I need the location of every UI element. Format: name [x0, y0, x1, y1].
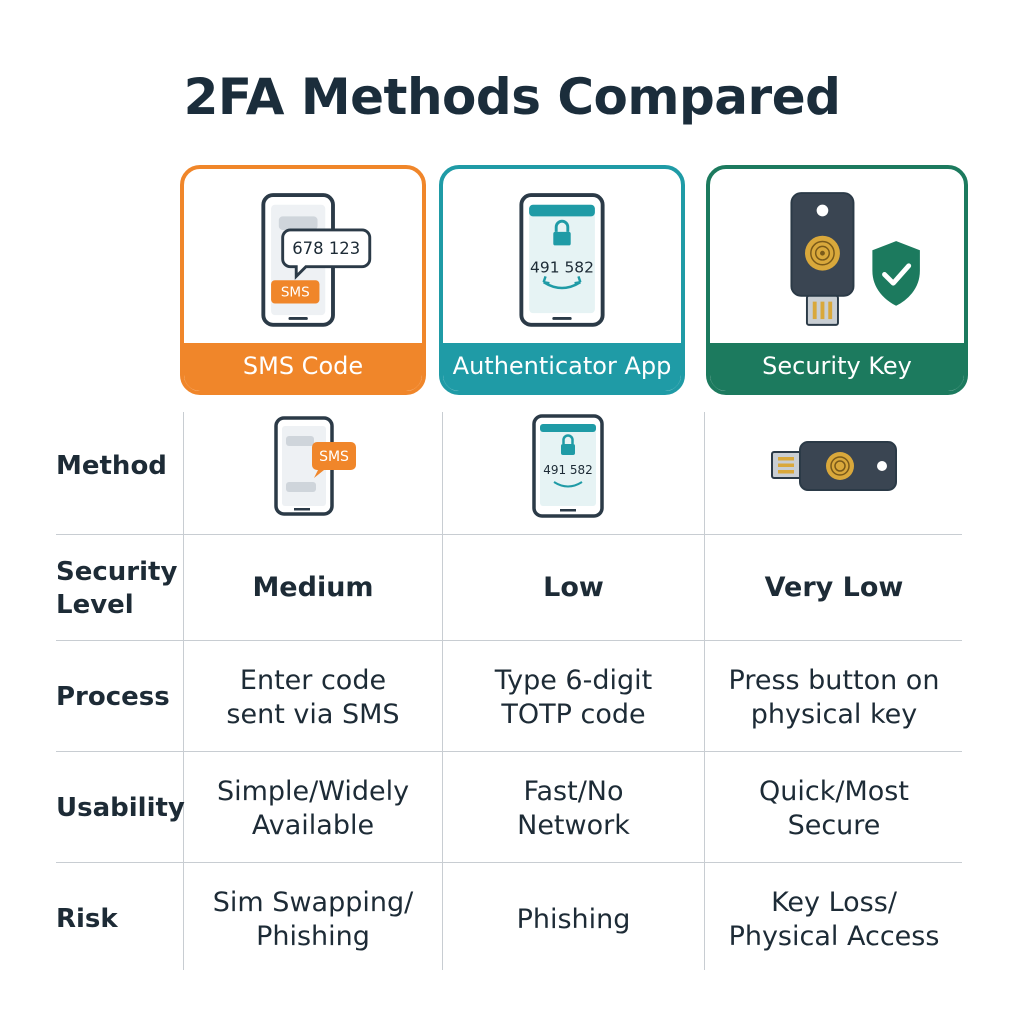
- risk-sms: Sim Swapping/ Phishing: [184, 886, 442, 954]
- process-security-key: Press button on physical key: [705, 664, 963, 732]
- method-auth-code-text: 491 582: [543, 463, 593, 477]
- security-key-label: Security Key: [710, 343, 964, 391]
- usability-security-key-line2: Secure: [787, 810, 881, 841]
- phone-sms-icon: 678 123 SMS: [261, 193, 372, 327]
- usability-security-key-line1: Quick/Most: [759, 776, 909, 807]
- security-level-security-key: Very Low: [764, 572, 904, 603]
- process-security-key-line2: physical key: [750, 699, 918, 730]
- authenticator-app-card: 491 582 Authenticator App: [439, 165, 685, 395]
- process-sms-line2: sent via SMS: [226, 699, 400, 730]
- risk-security-key: Key Loss/ Physical Access: [705, 886, 963, 954]
- process-security-key-line1: Press button on: [728, 665, 940, 696]
- security-level-authenticator: Low: [543, 572, 604, 603]
- security-key-shield-icon: [790, 192, 923, 326]
- risk-sms-line2: Phishing: [256, 921, 370, 952]
- row-header-security-level-line1: Security: [56, 557, 178, 587]
- page-title: 2FA Methods Compared: [183, 68, 841, 126]
- usability-authenticator-line2: Network: [517, 810, 630, 841]
- row-header-risk: Risk: [56, 904, 118, 934]
- risk-security-key-line1: Key Loss/: [771, 887, 897, 918]
- usability-sms: Simple/Widely Available: [184, 775, 442, 843]
- security-level-sms: Medium: [252, 572, 374, 603]
- process-authenticator-line1: Type 6-digit: [494, 665, 653, 696]
- method-sms-badge-text: SMS: [319, 449, 349, 465]
- phone-authenticator-icon: 491 582: [532, 414, 604, 518]
- card-sms-badge-text: SMS: [281, 285, 310, 301]
- risk-security-key-line2: Physical Access: [728, 921, 940, 952]
- row-header-process: Process: [56, 682, 170, 712]
- card-sms-code-text: 678 123: [292, 239, 360, 258]
- row-header-usability: Usability: [56, 793, 185, 823]
- sms-code-label: SMS Code: [184, 343, 422, 391]
- risk-authenticator-line1: Phishing: [516, 904, 631, 935]
- row-header-security-level: Security Level: [56, 556, 177, 622]
- process-authenticator: Type 6-digit TOTP code: [443, 664, 704, 732]
- security-key-card: Security Key: [706, 165, 968, 395]
- row-header-method: Method: [56, 451, 167, 481]
- row-header-security-level-line2: Level: [56, 590, 134, 620]
- usability-sms-line1: Simple/Widely: [216, 776, 410, 807]
- usability-authenticator-line1: Fast/No: [523, 776, 624, 807]
- usability-authenticator: Fast/No Network: [443, 775, 704, 843]
- risk-authenticator: Phishing: [443, 903, 704, 937]
- sms-code-card: 678 123 SMS SMS Code: [180, 165, 426, 395]
- process-authenticator-line2: TOTP code: [501, 699, 646, 730]
- phone-authenticator-icon: 491 582: [519, 193, 605, 327]
- phone-sms-icon: SMS: [274, 416, 356, 516]
- card-auth-code-text: 491 582: [530, 259, 594, 277]
- process-sms: Enter code sent via SMS: [184, 664, 442, 732]
- usability-security-key: Quick/Most Secure: [705, 775, 963, 843]
- authenticator-app-label: Authenticator App: [443, 343, 681, 391]
- usb-security-key-icon: [771, 441, 897, 491]
- usability-sms-line2: Available: [251, 810, 375, 841]
- risk-sms-line1: Sim Swapping/: [212, 887, 414, 918]
- process-sms-line1: Enter code: [239, 665, 387, 696]
